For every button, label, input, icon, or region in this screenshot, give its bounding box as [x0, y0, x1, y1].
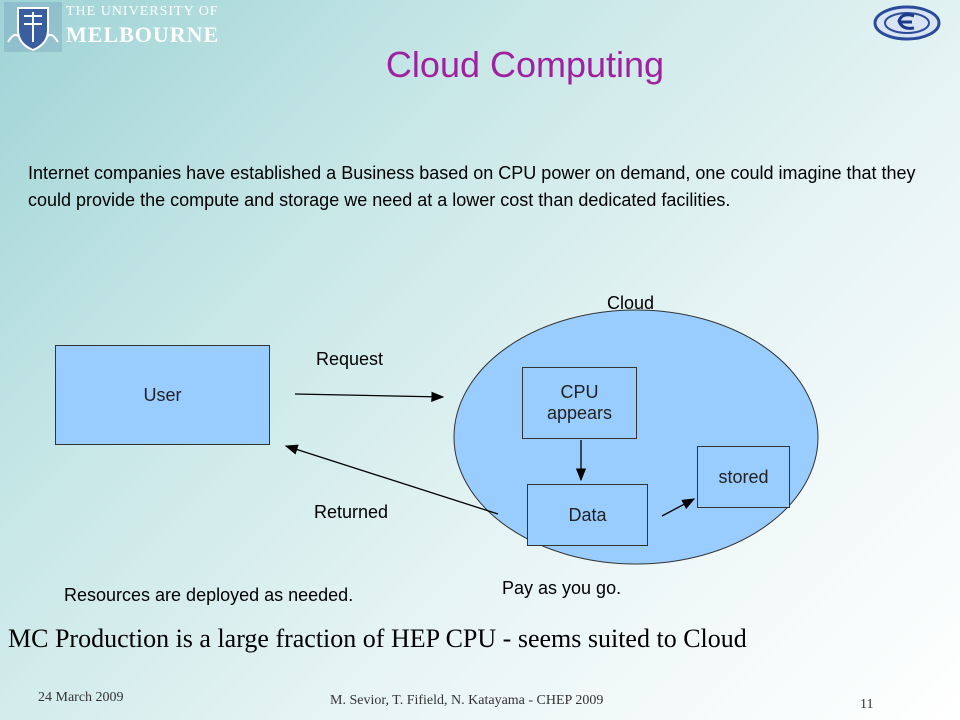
- data-to-stored-arrow: [661, 498, 696, 517]
- university-name-line1: THE UNIVERSITY OF: [66, 4, 219, 19]
- user-label: User: [143, 384, 182, 405]
- egee-logo-icon: [873, 5, 941, 41]
- intro-paragraph: Internet companies have established a Bu…: [28, 163, 916, 210]
- returned-label: Returned: [314, 502, 389, 522]
- stored-label: stored: [718, 466, 769, 487]
- resources-note: Resources are deployed as needed.: [64, 585, 354, 605]
- pay-as-you-go-note: Pay as you go.: [502, 578, 622, 598]
- page-number: 11: [860, 697, 874, 712]
- footer-authors: M. Sevior, T. Fifield, N. Katayama - CHE…: [330, 693, 604, 708]
- slide-title: Cloud Computing: [385, 44, 665, 85]
- data-label: Data: [568, 504, 607, 525]
- user-box: User: [55, 345, 270, 445]
- university-crest-icon: [4, 2, 62, 52]
- cloud-label: Cloud: [607, 293, 655, 313]
- request-arrow: [294, 391, 445, 402]
- request-label: Request: [316, 349, 384, 369]
- stored-box: stored: [697, 446, 790, 508]
- footer-date: 24 March 2009: [38, 690, 124, 705]
- conclusion-text: MC Production is a large fraction of HEP…: [8, 624, 747, 653]
- university-name-line2: MELBOURNE: [66, 22, 220, 47]
- returned-arrow: [284, 444, 499, 515]
- data-box: Data: [527, 484, 648, 546]
